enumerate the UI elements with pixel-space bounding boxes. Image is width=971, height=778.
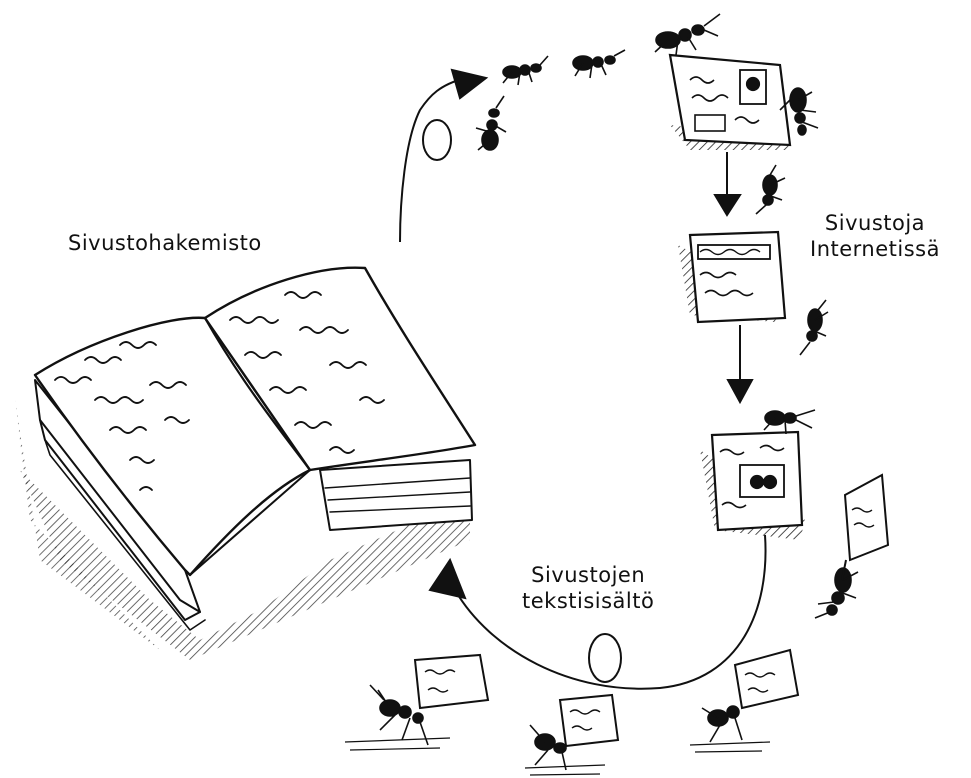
paper-sheet-icon: [558, 693, 620, 748]
text-content-label-line1: Sivustojen: [531, 563, 646, 587]
ant-icon: [779, 87, 819, 136]
ant-icon: [344, 684, 451, 751]
text-content-label: Sivustojen tekstisisältö: [522, 562, 654, 615]
web-page-icon: [678, 230, 787, 324]
web-page-icon: [700, 430, 805, 540]
websites-label-line1: Sivustoja: [824, 211, 926, 235]
arrow-icon: [428, 534, 767, 690]
ant-icon: [763, 409, 816, 435]
web-page-icon: [668, 53, 792, 150]
ant-icon: [654, 13, 721, 56]
ant-icon: [814, 567, 859, 619]
ant-icon: [572, 49, 626, 79]
paper-sheet-icon: [733, 648, 800, 710]
ant-icon: [755, 164, 786, 215]
ant-icon: [475, 95, 507, 151]
ant-icon: [524, 724, 606, 776]
ant-icon: [689, 705, 771, 753]
paper-sheet-icon: [413, 653, 490, 710]
websites-label: Sivustoja Internetissä: [810, 210, 940, 263]
text-content-label-line2: tekstisisältö: [522, 589, 655, 614]
ant-icon: [799, 299, 829, 356]
open-book-icon: [15, 266, 477, 660]
websites-label-line2: Internetissä: [810, 237, 940, 262]
directory-label: Sivustohakemisto: [68, 231, 262, 255]
paper-sheet-icon: [841, 473, 890, 581]
arrow-icon: [399, 68, 489, 243]
arrow-icon: [713, 152, 754, 405]
ant-icon: [502, 55, 549, 86]
